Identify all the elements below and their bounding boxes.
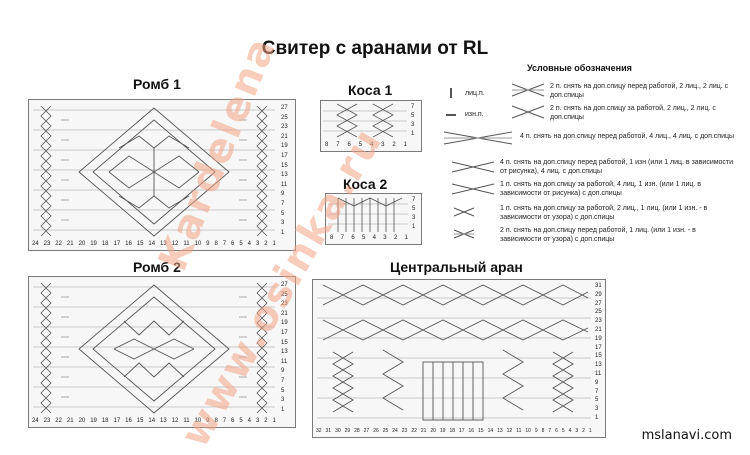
romb2-title: Ромб 2 <box>133 259 181 275</box>
legend-item-2: 2 п. снять на доп.спицу за работой, 2 ли… <box>550 105 716 121</box>
knit-symbol-icon <box>450 88 452 98</box>
romb1-title: Ромб 1 <box>133 76 181 92</box>
central-title: Центральный аран <box>390 259 523 275</box>
cable-1-4-back-icon <box>451 183 495 195</box>
cable-2-1-front-icon <box>453 229 475 239</box>
legend-item-7: 2 п. снять на доп.спицу перед работой, 1… <box>500 227 696 243</box>
cable-4-1-front-icon <box>451 161 495 173</box>
purl-symbol-icon <box>446 114 456 116</box>
legend-title: Условные обозначения <box>527 63 632 73</box>
romb2-grid <box>33 282 275 414</box>
cable-2x2-front-icon <box>511 83 545 97</box>
kosa2-grid <box>328 197 408 232</box>
cable-2x2-back-icon <box>511 105 545 119</box>
cable-4x4-front-icon <box>443 131 513 145</box>
legend-item-3: 4 п. снять на доп.спицу перед работой, 4… <box>520 133 735 140</box>
legend-item-4: 4 п. снять на доп.спицу перед работой, 1… <box>500 159 734 175</box>
page-title: Свитер с аранами от RL <box>261 38 489 59</box>
legend-item-6: 1 п. снять на доп.спицу за работой, 2 ли… <box>500 205 708 221</box>
kosa2-title: Коса 2 <box>343 176 388 192</box>
legend-purl-label: изн.п. <box>465 111 484 118</box>
kosa1-title: Коса 1 <box>348 82 393 98</box>
legend-knit-label: лиц.п. <box>465 90 485 97</box>
central-grid <box>317 284 591 421</box>
site-credit: mslanavi.com <box>641 428 732 443</box>
legend-item-5: 1 п. снять на доп.спицу за работой, 4 ли… <box>500 181 702 197</box>
cable-1-2-back-icon <box>453 207 475 217</box>
romb1-grid <box>33 105 275 237</box>
legend-item-1: 2 п. снять на доп.спицу перед работой, 2… <box>550 83 729 99</box>
kosa1-grid <box>323 103 407 138</box>
legend: лиц.п. изн.п. 2 п. снять на доп.спицу пе… <box>440 80 740 250</box>
